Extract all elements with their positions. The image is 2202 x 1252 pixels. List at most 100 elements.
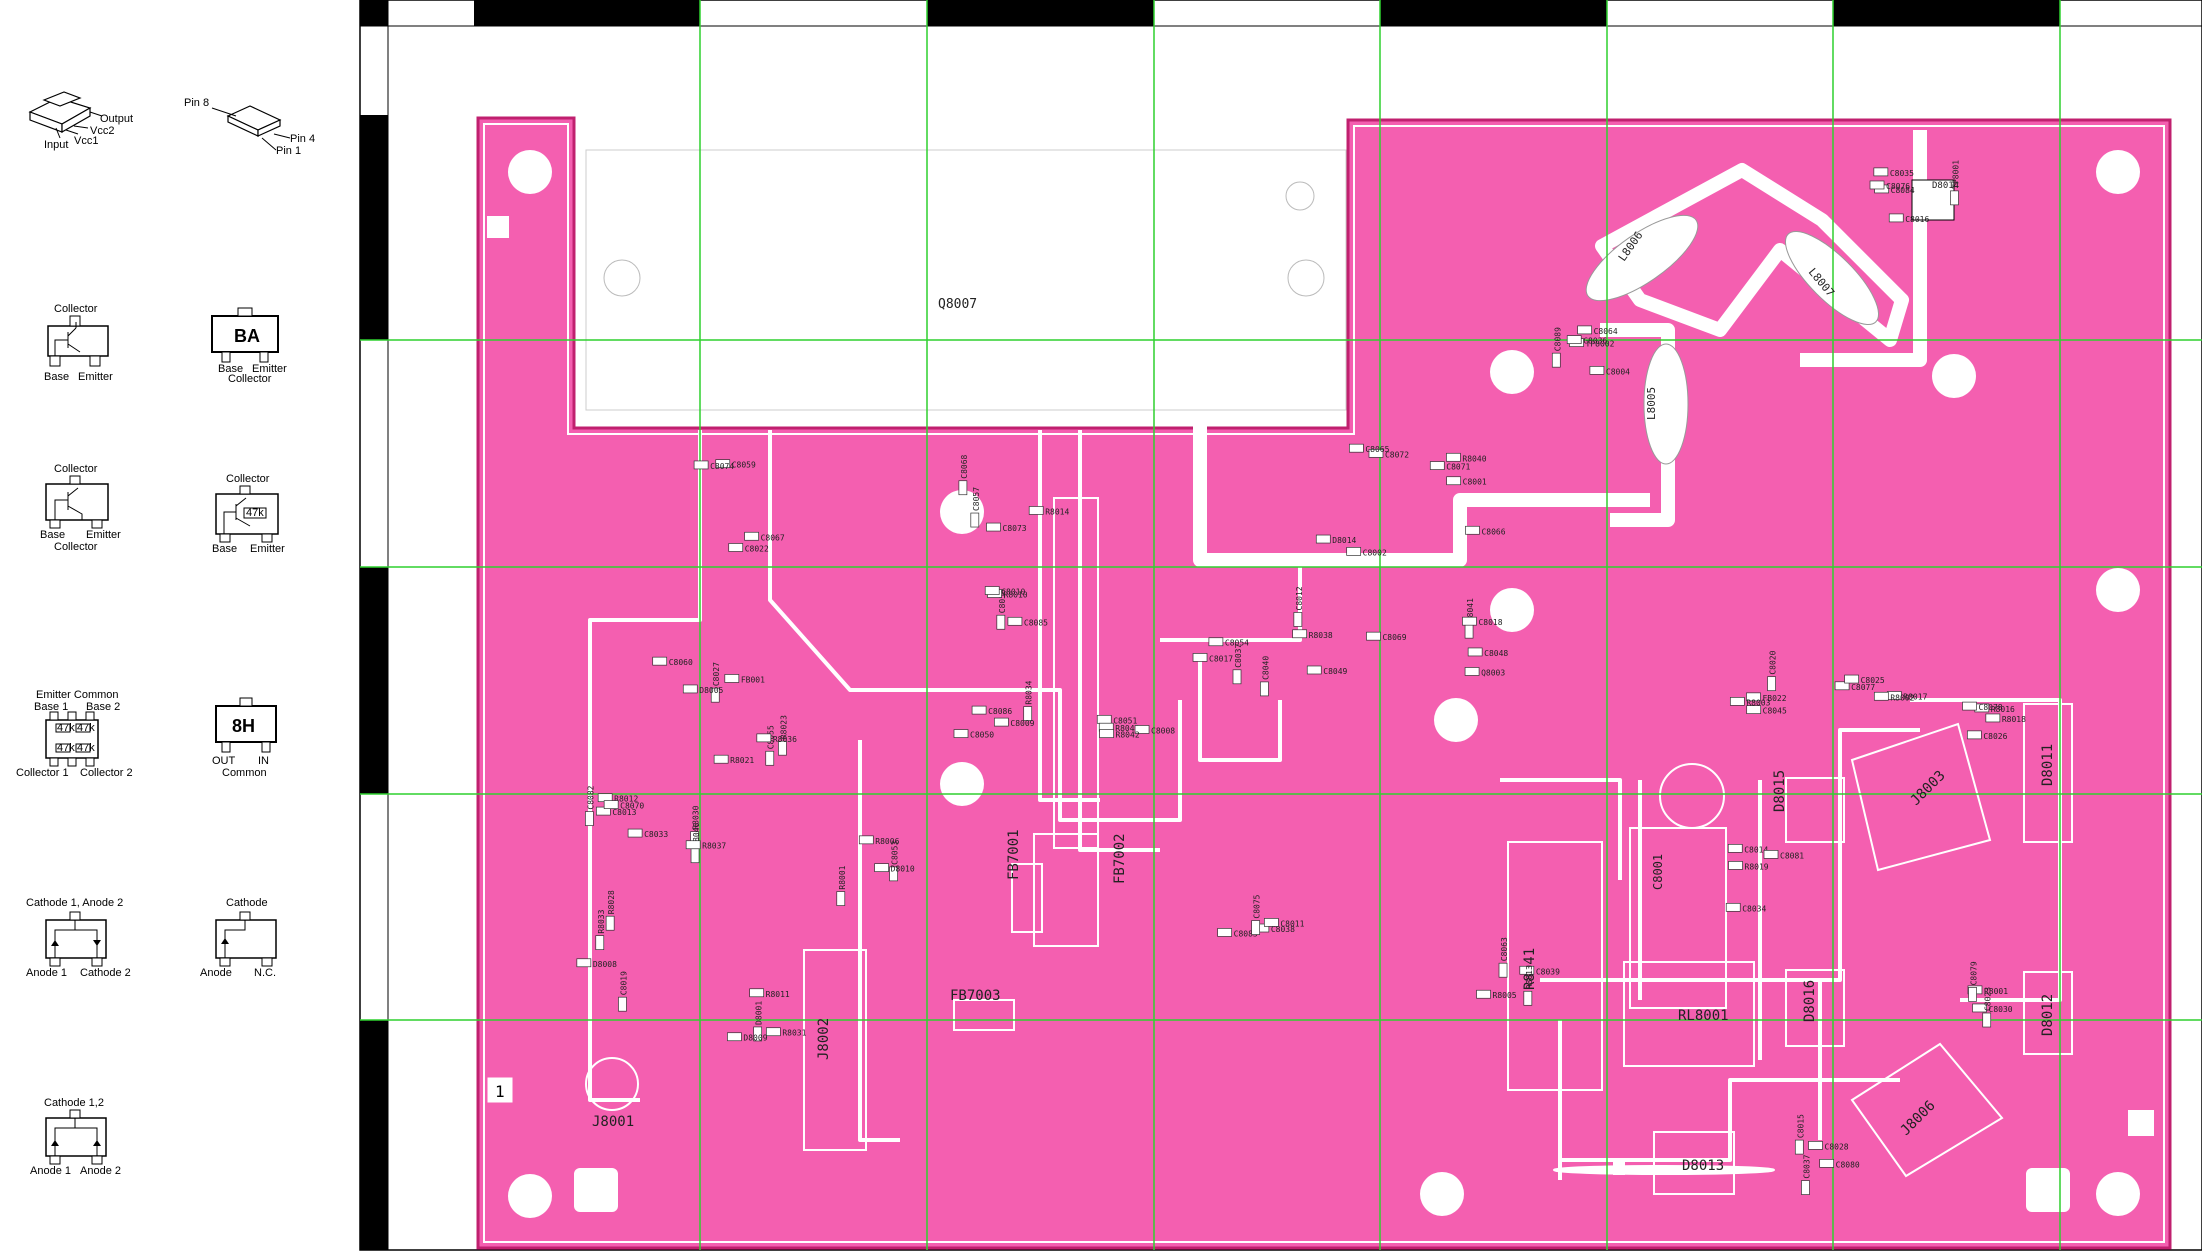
legend-tr3-base: Base [212, 543, 237, 555]
component-label: C8017 [1209, 654, 1233, 663]
component-label: C8019 [619, 971, 628, 995]
legend-d2-anode: Anode [200, 967, 232, 979]
legend-reg-vcc2: Vcc2 [90, 125, 114, 137]
smd-pad [1232, 669, 1242, 685]
smd-pad [958, 480, 968, 496]
legend-tr1-base: Base [44, 371, 69, 383]
8h-package-icon [215, 697, 277, 753]
smd-pad [970, 512, 980, 528]
component-label: R8045 [1115, 724, 1139, 733]
smd-pad [836, 891, 846, 906]
smd-pad [996, 614, 1006, 630]
component-label: D8014 [1932, 181, 1959, 191]
smd-pad [1767, 676, 1776, 692]
common-cathode-diode-icon [45, 1109, 107, 1165]
component-label: J8006 [1898, 1098, 1939, 1139]
smd-pad [1208, 637, 1224, 647]
smd-pad [1366, 631, 1381, 641]
component-label: D8016 [1802, 980, 1818, 1022]
component-label: C8026 [1983, 732, 2007, 741]
legend-d1-top: Cathode 1, Anode 2 [26, 897, 123, 909]
component-label: C8035 [1890, 169, 1914, 178]
board-mark: 1 [495, 1082, 505, 1101]
component-label: C8015 [1796, 1114, 1805, 1138]
component-label: R8001 [1984, 987, 2008, 996]
component-label: R8041 [1522, 948, 1538, 990]
smd-pad [1589, 366, 1605, 375]
component-label: R8002 [1890, 693, 1914, 702]
grid-lines [360, 0, 2202, 1250]
smd-pad [1023, 706, 1033, 721]
legend-d1-cathode2: Cathode 2 [80, 967, 131, 979]
component-label: D8001 [755, 1001, 764, 1025]
legend-ic-pin8: Pin 8 [184, 97, 209, 109]
legend-8h-out: OUT [212, 755, 236, 767]
smd-pad [605, 915, 615, 931]
component-label: C8050 [970, 731, 994, 740]
legend-reg-output: Output [100, 113, 133, 125]
legend-tr2-emitter: Emitter [86, 529, 121, 541]
smd-pad [1315, 534, 1331, 544]
component-label: D8011 [2040, 744, 2056, 786]
component-label: C8037 [1234, 644, 1243, 668]
component-label: R8036 [773, 735, 797, 744]
component-label: C8022 [745, 544, 769, 553]
smd-pad [765, 750, 775, 766]
component-label: C8077 [1851, 683, 1875, 692]
smd-pad [1873, 167, 1889, 177]
smd-pad [627, 828, 643, 838]
legend-tr2-base: Base [40, 529, 65, 541]
legend-d3-anode2: Anode 2 [80, 1165, 121, 1177]
component-label: C8045 [1763, 707, 1787, 716]
component-label: R8023 [779, 715, 788, 739]
smd-pad [1254, 923, 1270, 933]
component-label: C8040 [1261, 656, 1270, 680]
smd-pad [1794, 1139, 1804, 1155]
smd-pad [1746, 705, 1762, 714]
component-label: Q8003 [1481, 668, 1505, 677]
smd-pad [1292, 629, 1307, 639]
component-label: C8060 [669, 658, 693, 667]
component-label: C8023 [1984, 987, 1993, 1011]
smd-pad [1028, 506, 1044, 515]
component-label: C8020 [1769, 650, 1778, 674]
component-label: C8089 [1553, 327, 1562, 351]
component-label: C8079 [1970, 961, 1979, 985]
smd-pad [756, 733, 772, 743]
component-label: C8049 [1323, 667, 1347, 676]
component-label: C8057 [972, 487, 981, 511]
component-label: C8058 [998, 589, 1007, 613]
component-label: C8082 [586, 785, 595, 809]
legend-8h-in: IN [258, 755, 269, 767]
component-label: C8053 [891, 841, 900, 865]
legend-ba-base: Base [218, 363, 243, 375]
component-label: C8083 [1234, 929, 1258, 938]
component-label: R8019 [1745, 862, 1769, 871]
smd-pad [1966, 730, 1982, 740]
component-label: R8018 [2002, 715, 2026, 724]
component-label: C8041 [1466, 598, 1475, 622]
component-label: C8004 [1606, 367, 1630, 376]
component-label: R8013 [1525, 965, 1534, 989]
legend-ba-emitter: Emitter [252, 363, 287, 375]
smd-pad [1098, 722, 1114, 732]
smd-pad [603, 800, 619, 809]
smd-pad [1888, 213, 1904, 223]
smd-pad [1192, 653, 1208, 662]
smd-pad [1962, 701, 1977, 711]
component-label: C8001 [1463, 478, 1487, 487]
legend-ba-marking: BA [234, 326, 260, 346]
component-label: C8074 [710, 462, 734, 471]
component-label: C8001 [1651, 854, 1665, 890]
smd-pad [1569, 338, 1584, 347]
component-label: C8068 [960, 454, 969, 478]
component-label: C8054 [1225, 639, 1249, 648]
component-label: C8018 [1478, 618, 1502, 627]
smd-pad [724, 674, 740, 683]
component-label: RL8001 [1678, 1008, 1729, 1024]
component-label: FB001 [741, 675, 765, 684]
smd-pad [1728, 861, 1743, 870]
smd-pad [682, 684, 698, 694]
component-label: R8033 [597, 909, 606, 933]
